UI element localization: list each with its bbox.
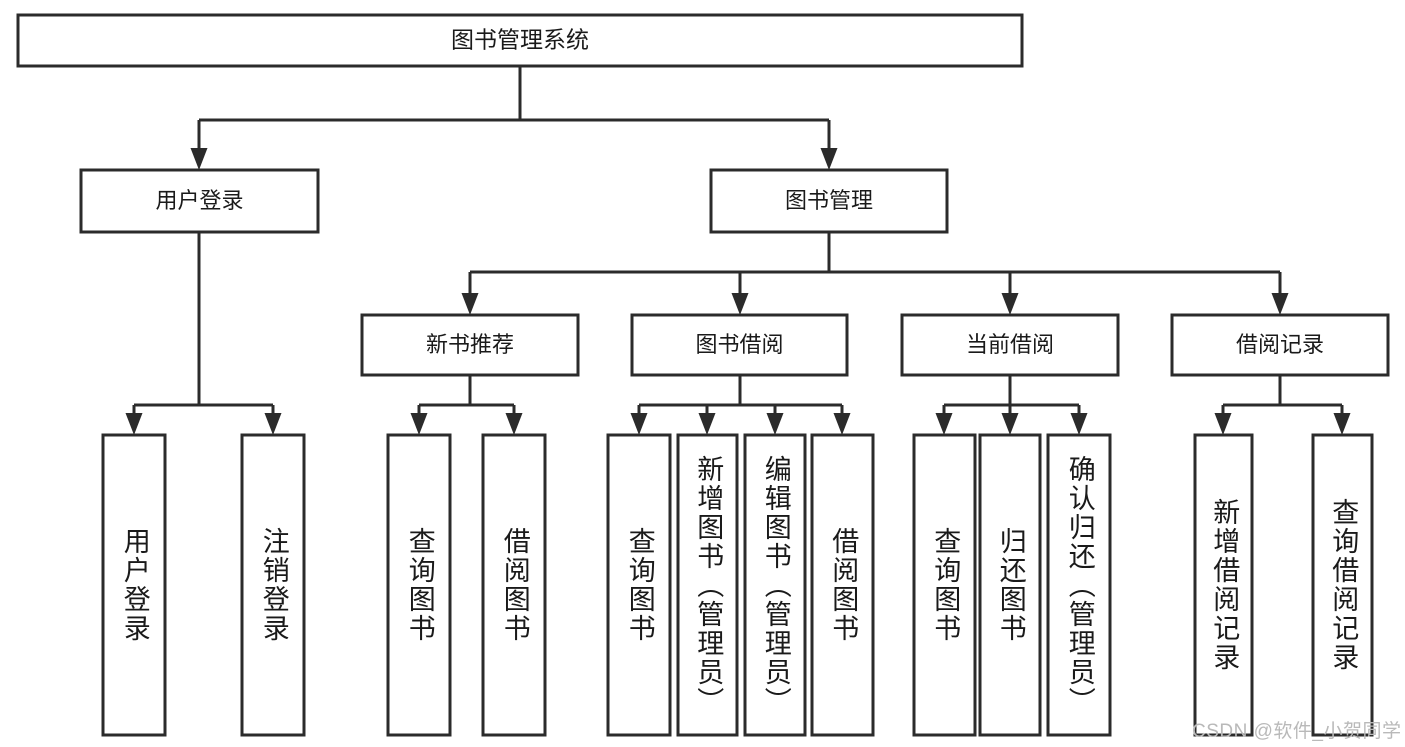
node-leaf-borrow-book-rec-box[interactable]	[481, 433, 547, 737]
node-leaf-edit-book-box[interactable]	[743, 433, 807, 737]
arrow-head-icon	[630, 413, 648, 435]
node-borrow-record-box[interactable]	[1170, 313, 1390, 377]
node-leaf-add-record-box[interactable]	[1193, 433, 1254, 737]
arrow-head-icon	[731, 293, 749, 315]
root-node-box[interactable]	[16, 13, 1024, 68]
node-layer	[16, 13, 1390, 737]
arrow-head-icon	[461, 293, 479, 315]
node-leaf-confirm-return-box[interactable]	[1046, 433, 1112, 737]
connector-layer	[125, 66, 1351, 435]
arrow-head-icon	[698, 413, 716, 435]
node-current-borrow-label: 当前借阅	[966, 332, 1054, 357]
arrow-head-icon	[1214, 413, 1232, 435]
node-current-borrow-box[interactable]	[900, 313, 1120, 377]
node-new-book-rec-box[interactable]	[360, 313, 580, 377]
arrow-head-icon	[190, 148, 208, 170]
node-leaf-user-logout-box[interactable]	[240, 433, 306, 737]
arrow-head-icon	[1001, 293, 1019, 315]
arrow-head-icon	[820, 148, 838, 170]
arrow-head-icon	[264, 413, 282, 435]
node-leaf-user-login-box[interactable]	[101, 433, 167, 737]
arrow-head-icon	[833, 413, 851, 435]
node-book-manage-label: 图书管理	[785, 188, 873, 213]
arrow-head-icon	[1070, 413, 1088, 435]
arrow-head-icon	[766, 413, 784, 435]
node-book-borrow-label: 图书借阅	[695, 332, 783, 357]
arrow-head-icon	[125, 413, 143, 435]
arrow-head-icon	[1001, 413, 1019, 435]
root-node-label: 图书管理系统	[451, 27, 589, 53]
node-book-manage-box[interactable]	[709, 168, 949, 234]
node-borrow-record-label: 借阅记录	[1236, 332, 1324, 357]
node-leaf-query-book-bb-box[interactable]	[606, 433, 672, 737]
node-leaf-add-book-box[interactable]	[676, 433, 739, 737]
arrow-head-icon	[410, 413, 428, 435]
watermark-text: CSDN @软件_小贺同学	[1192, 721, 1402, 742]
node-leaf-query-book-cb-box[interactable]	[912, 433, 977, 737]
node-user-login-box[interactable]	[79, 168, 320, 234]
node-book-borrow-box[interactable]	[630, 313, 849, 377]
node-user-login-label: 用户登录	[155, 188, 243, 213]
node-leaf-borrow-book-bb-box[interactable]	[810, 433, 875, 737]
node-leaf-query-book-rec-box[interactable]	[386, 433, 452, 737]
node-leaf-return-book-box[interactable]	[978, 433, 1042, 737]
node-leaf-query-record-box[interactable]	[1311, 433, 1374, 737]
arrow-head-icon	[935, 413, 953, 435]
node-new-book-rec-label: 新书推荐	[426, 332, 514, 357]
arrow-head-icon	[1333, 413, 1351, 435]
arrow-head-icon	[1271, 293, 1289, 315]
arrow-head-icon	[505, 413, 523, 435]
